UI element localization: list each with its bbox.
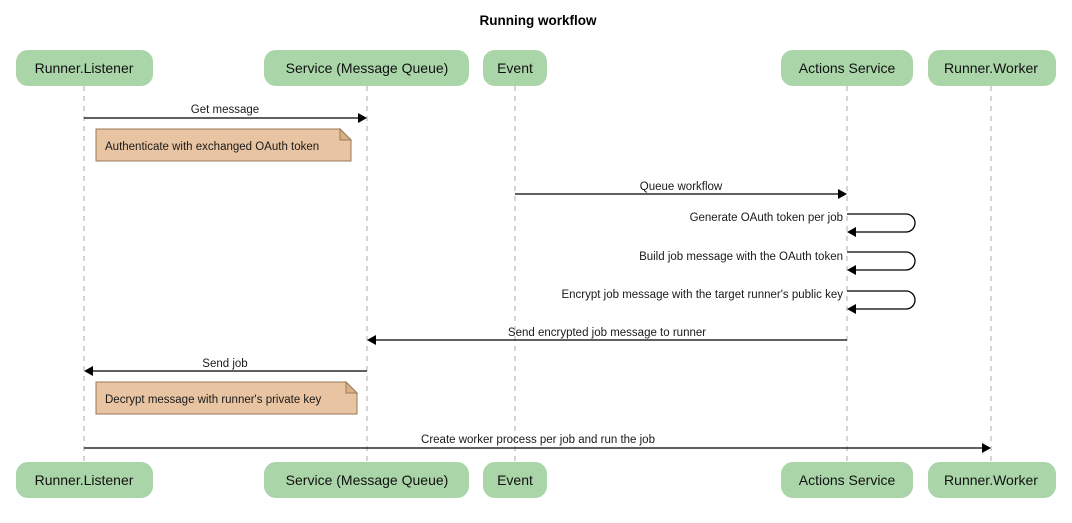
participant-event-bottom[interactable]: Event — [483, 462, 547, 498]
participant-box[interactable] — [928, 50, 1056, 86]
message-label: Create worker process per job and run th… — [421, 434, 655, 446]
participant-label: Actions Service — [799, 60, 896, 76]
participant-actions-service-bottom[interactable]: Actions Service — [781, 462, 913, 498]
participant-box[interactable] — [483, 462, 547, 498]
message-label: Generate OAuth token per job — [690, 212, 843, 224]
note-body — [95, 381, 358, 415]
participant-label: Event — [497, 60, 533, 76]
note-label: Authenticate with exchanged OAuth token — [105, 141, 319, 153]
participant-box[interactable] — [928, 462, 1056, 498]
participant-box[interactable] — [264, 462, 469, 498]
participant-box[interactable] — [483, 50, 547, 86]
message-label: Send encrypted job message to runner — [508, 327, 706, 339]
participant-label: Event — [497, 472, 533, 488]
participant-label: Runner.Worker — [944, 60, 1038, 76]
participant-runner-listener-top[interactable]: Runner.Listener — [16, 50, 153, 86]
participant-label: Service (Message Queue) — [286, 472, 449, 488]
message-label: Encrypt job message with the target runn… — [561, 289, 843, 301]
participant-box[interactable] — [781, 462, 913, 498]
self-loop-path — [847, 290, 916, 310]
message-generate-oauth-token-per-job: Generate OAuth token per job — [690, 212, 916, 237]
participant-event-top[interactable]: Event — [483, 50, 547, 86]
arrow-head-icon — [982, 443, 991, 453]
arrow-head-icon — [847, 265, 856, 275]
self-loop-path — [847, 251, 916, 271]
note-authenticate-with-exchanged-oauth-token: Authenticate with exchanged OAuth token — [95, 127, 353, 162]
participant-label: Runner.Listener — [35, 472, 134, 488]
participant-label: Runner.Listener — [35, 60, 134, 76]
page-title: Running workflow — [480, 13, 597, 28]
arrow-head-icon — [84, 366, 93, 376]
notes-group: Authenticate with exchanged OAuth tokenD… — [95, 127, 359, 415]
participant-actions-service-top[interactable]: Actions Service — [781, 50, 913, 86]
message-queue-workflow: Queue workflow — [515, 181, 847, 199]
note-fold-corner-icon — [345, 380, 359, 394]
message-create-worker-process-per-job-and-run-the-job: Create worker process per job and run th… — [84, 434, 991, 453]
participant-box[interactable] — [16, 50, 153, 86]
note-fold-corner-icon — [339, 127, 353, 141]
message-encrypt-job-message-with-the-target-runners-public-key: Encrypt job message with the target runn… — [561, 289, 916, 314]
arrow-head-icon — [367, 335, 376, 345]
participant-service-message-queue-top[interactable]: Service (Message Queue) — [264, 50, 469, 86]
message-label: Build job message with the OAuth token — [639, 251, 843, 263]
participant-label: Runner.Worker — [944, 472, 1038, 488]
participant-service-message-queue-bottom[interactable]: Service (Message Queue) — [264, 462, 469, 498]
note-body — [95, 128, 352, 162]
arrow-head-icon — [358, 113, 367, 123]
message-send-job: Send job — [84, 358, 367, 376]
message-send-encrypted-job-message-to-runner: Send encrypted job message to runner — [367, 327, 847, 345]
self-loop-path — [847, 213, 916, 233]
participant-box[interactable] — [264, 50, 469, 86]
participant-box[interactable] — [781, 50, 913, 86]
participant-runner-listener-bottom[interactable]: Runner.Listener — [16, 462, 153, 498]
participant-label: Actions Service — [799, 472, 896, 488]
note-label: Decrypt message with runner's private ke… — [105, 394, 322, 406]
arrow-head-icon — [838, 189, 847, 199]
message-label: Get message — [191, 104, 259, 116]
participant-box[interactable] — [16, 462, 153, 498]
message-get-message: Get message — [84, 104, 367, 123]
message-label: Send job — [202, 358, 247, 370]
lifelines-group — [83, 86, 992, 462]
message-label: Queue workflow — [640, 181, 723, 193]
arrow-head-icon — [847, 304, 856, 314]
arrow-head-icon — [847, 227, 856, 237]
participant-runner-worker-top[interactable]: Runner.Worker — [928, 50, 1056, 86]
participant-label: Service (Message Queue) — [286, 60, 449, 76]
note-decrypt-message-with-runners-private-key: Decrypt message with runner's private ke… — [95, 380, 359, 415]
message-build-job-message-with-the-oauth-token: Build job message with the OAuth token — [639, 251, 916, 275]
participant-runner-worker-bottom[interactable]: Runner.Worker — [928, 462, 1056, 498]
